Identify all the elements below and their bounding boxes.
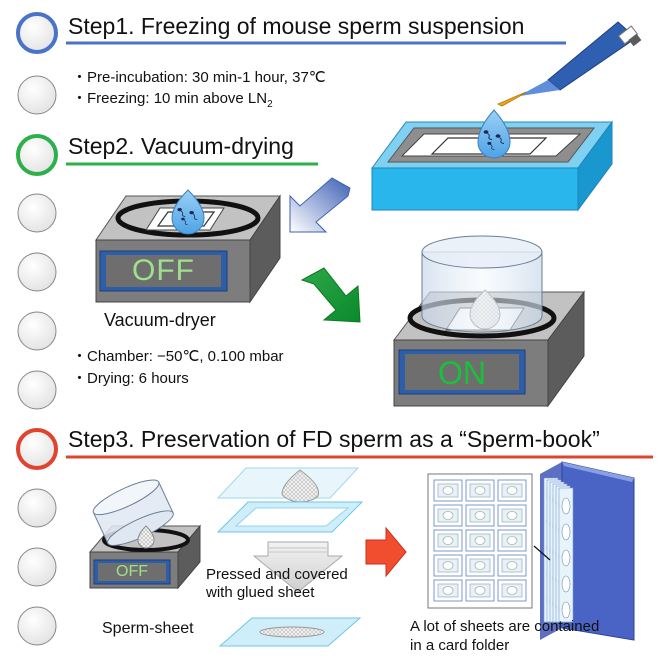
card-pocket-sample bbox=[474, 511, 486, 520]
pressed-text: Pressed and covered with glued sheet bbox=[206, 566, 348, 602]
card-pocket-sample bbox=[442, 561, 454, 570]
margin-circle bbox=[17, 370, 57, 410]
step2-marker-circle bbox=[16, 134, 58, 176]
card-pocket-sample bbox=[442, 511, 454, 520]
card-pocket-sample bbox=[506, 511, 518, 520]
step1-title: Step1. Freezing of mouse sperm suspensio… bbox=[68, 13, 525, 39]
sperm-sheet-stack bbox=[216, 467, 364, 647]
margin-circle bbox=[17, 75, 57, 115]
margin-circle bbox=[17, 606, 57, 646]
card-pocket-sample bbox=[442, 536, 454, 545]
step2-title: Step2. Vacuum-drying bbox=[68, 133, 294, 159]
arrow-to-dryer-icon bbox=[289, 177, 351, 233]
book-page-sample bbox=[561, 601, 571, 619]
step1-marker-circle bbox=[16, 12, 58, 54]
margin-circle bbox=[17, 488, 57, 528]
freezing-box bbox=[371, 109, 613, 212]
card-pocket-sample bbox=[506, 586, 518, 595]
arrow-to-dryer-on-icon bbox=[300, 267, 361, 323]
pipette-icon bbox=[497, 21, 642, 107]
card-pocket-sample bbox=[506, 486, 518, 495]
sperm-droplet bbox=[171, 189, 205, 235]
step3-title: Step3. Preservation of FD sperm as a “Sp… bbox=[68, 426, 600, 452]
small-dryer-off-label: OFF bbox=[116, 563, 148, 580]
vacuum-chamber bbox=[421, 251, 543, 333]
book-page-sample bbox=[561, 523, 571, 541]
card-pocket-sample bbox=[474, 586, 486, 595]
dryer-off-label: OFF bbox=[132, 254, 195, 287]
sperm-sheet-label: Sperm-sheet bbox=[102, 620, 194, 637]
arrow-to-folder-icon bbox=[365, 526, 407, 578]
vacuum-dryer-off bbox=[95, 189, 281, 304]
book-page-sample bbox=[561, 497, 571, 515]
card-pocket-sample bbox=[506, 536, 518, 545]
margin-circle bbox=[17, 547, 57, 587]
margin-circle bbox=[17, 311, 57, 351]
margin-circles bbox=[16, 12, 58, 646]
pressed-text-line1: Pressed and covered bbox=[206, 566, 348, 583]
card-pocket-sample bbox=[442, 486, 454, 495]
folder-text: A lot of sheets are contained in a card … bbox=[410, 617, 599, 655]
step2-bullet-chamber: ・Chamber: −50℃, 0.100 mbar bbox=[72, 348, 284, 365]
press-down-arrow-icon bbox=[252, 541, 344, 593]
book-page-sample bbox=[561, 575, 571, 593]
margin-circle bbox=[17, 193, 57, 233]
vacuum-dryer-label: Vacuum-dryer bbox=[104, 310, 216, 330]
card-pocket-sample bbox=[474, 561, 486, 570]
step1-bullet-preincubation: ・Pre-incubation: 30 min-1 hour, 37℃ bbox=[72, 69, 326, 86]
card-pocket-sample bbox=[506, 561, 518, 570]
book-page-sample bbox=[561, 549, 571, 567]
small-dryer-off bbox=[88, 479, 202, 590]
card-pocket-sample bbox=[474, 486, 486, 495]
card-folder bbox=[427, 461, 635, 641]
pressed-text-line2: with glued sheet bbox=[206, 584, 315, 601]
vacuum-dryer-on bbox=[393, 235, 585, 408]
step2-bullet-drying: ・Drying: 6 hours bbox=[72, 370, 189, 387]
dryer-on-label: ON bbox=[438, 355, 486, 391]
card-pocket-sample bbox=[474, 536, 486, 545]
step3-marker-circle bbox=[16, 428, 58, 470]
sperm-droplet bbox=[477, 109, 511, 159]
card-pocket-sample bbox=[442, 586, 454, 595]
folder-text-line1: A lot of sheets are contained bbox=[410, 618, 600, 635]
folder-text-line2: in a card folder bbox=[410, 637, 510, 654]
step1-bullet-freezing: ・Freezing: 10 min above LN2 bbox=[72, 90, 273, 110]
margin-circle bbox=[17, 252, 57, 292]
